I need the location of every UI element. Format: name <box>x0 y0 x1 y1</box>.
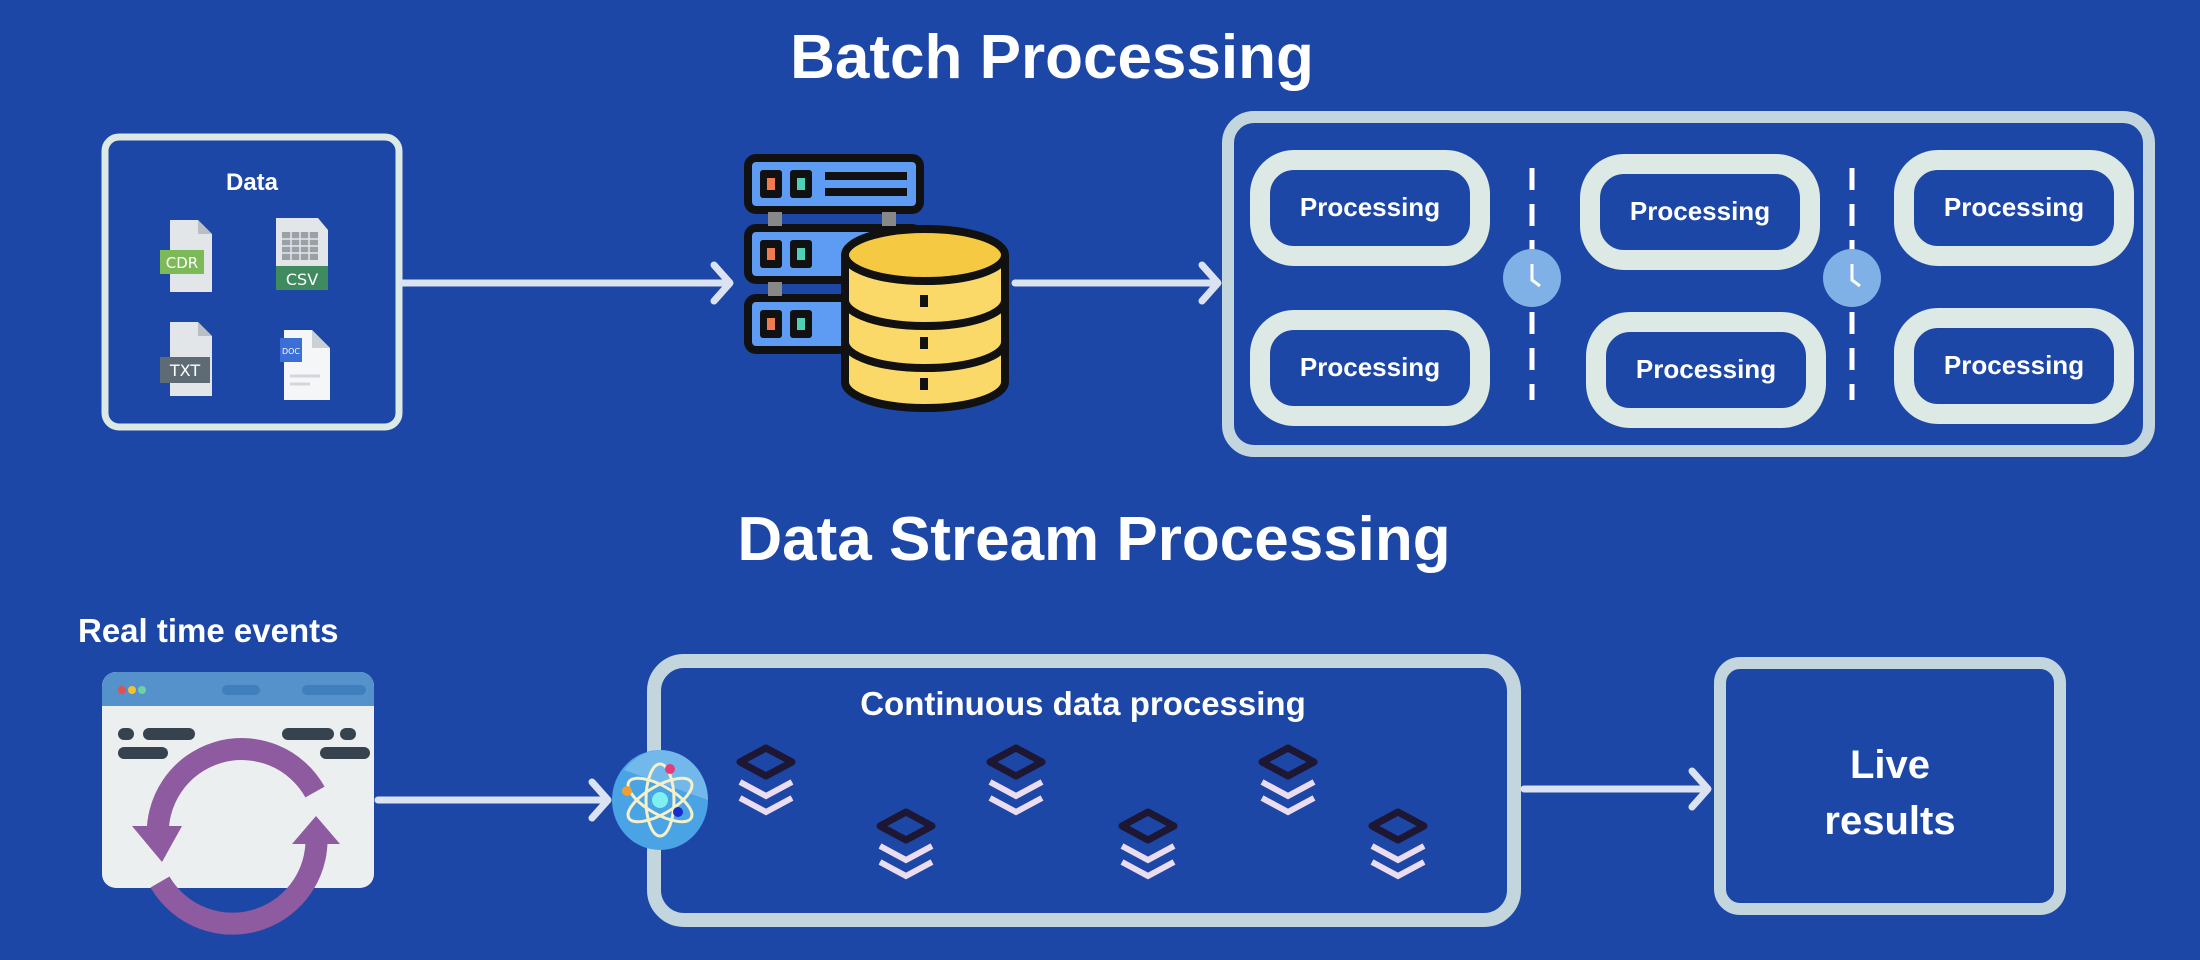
live-results-box: Live results <box>1714 657 2066 915</box>
svg-text:Processing: Processing <box>1630 196 1770 226</box>
svg-text:Processing: Processing <box>1944 192 2084 222</box>
svg-text:Processing: Processing <box>1300 352 1440 382</box>
server-database-icon <box>744 154 1009 412</box>
processing-block: Processing <box>1260 160 1480 256</box>
txt-file-icon: TXT <box>160 322 212 396</box>
batch-title: Batch Processing <box>790 23 1314 92</box>
svg-text:CSV: CSV <box>286 270 318 289</box>
svg-text:Processing: Processing <box>1636 354 1776 384</box>
stream-title: Data Stream Processing <box>737 505 1450 574</box>
csv-file-icon: CSV <box>276 218 328 290</box>
arrow-events-to-processing <box>374 778 612 822</box>
live-results-line1: Live <box>1850 743 1930 787</box>
arrow-data-to-storage <box>398 261 734 305</box>
svg-text:TXT: TXT <box>169 361 200 380</box>
svg-text:DOC: DOC <box>282 347 300 356</box>
browser-sync-icon <box>102 672 374 935</box>
real-time-events-label: Real time events <box>78 612 338 649</box>
processing-block: Processing <box>1904 160 2124 256</box>
svg-text:Processing: Processing <box>1300 192 1440 222</box>
doc-file-icon: DOC <box>280 330 330 400</box>
live-results-line2: results <box>1824 799 1955 843</box>
data-box: Data CDR CSV TXT DOC <box>101 133 403 431</box>
data-box-label: Data <box>226 169 279 196</box>
continuous-processing-label: Continuous data processing <box>860 685 1306 722</box>
arrow-storage-to-processing <box>1011 261 1222 305</box>
processing-block: Processing <box>1904 318 2124 414</box>
arrow-processing-to-results <box>1520 767 1712 811</box>
processing-block: Processing <box>1590 164 1810 260</box>
svg-text:Processing: Processing <box>1944 350 2084 380</box>
clock-icon <box>1503 249 1561 307</box>
cdr-file-icon: CDR <box>160 220 212 292</box>
continuous-processing-box: Continuous data processing <box>647 654 1521 927</box>
svg-text:CDR: CDR <box>166 254 198 272</box>
atom-icon <box>612 750 708 850</box>
clock-icon <box>1823 249 1881 307</box>
processing-block: Processing <box>1260 320 1480 416</box>
batch-processing-box: Processing Processing Processing Process… <box>1222 111 2155 457</box>
processing-block: Processing <box>1596 322 1816 418</box>
